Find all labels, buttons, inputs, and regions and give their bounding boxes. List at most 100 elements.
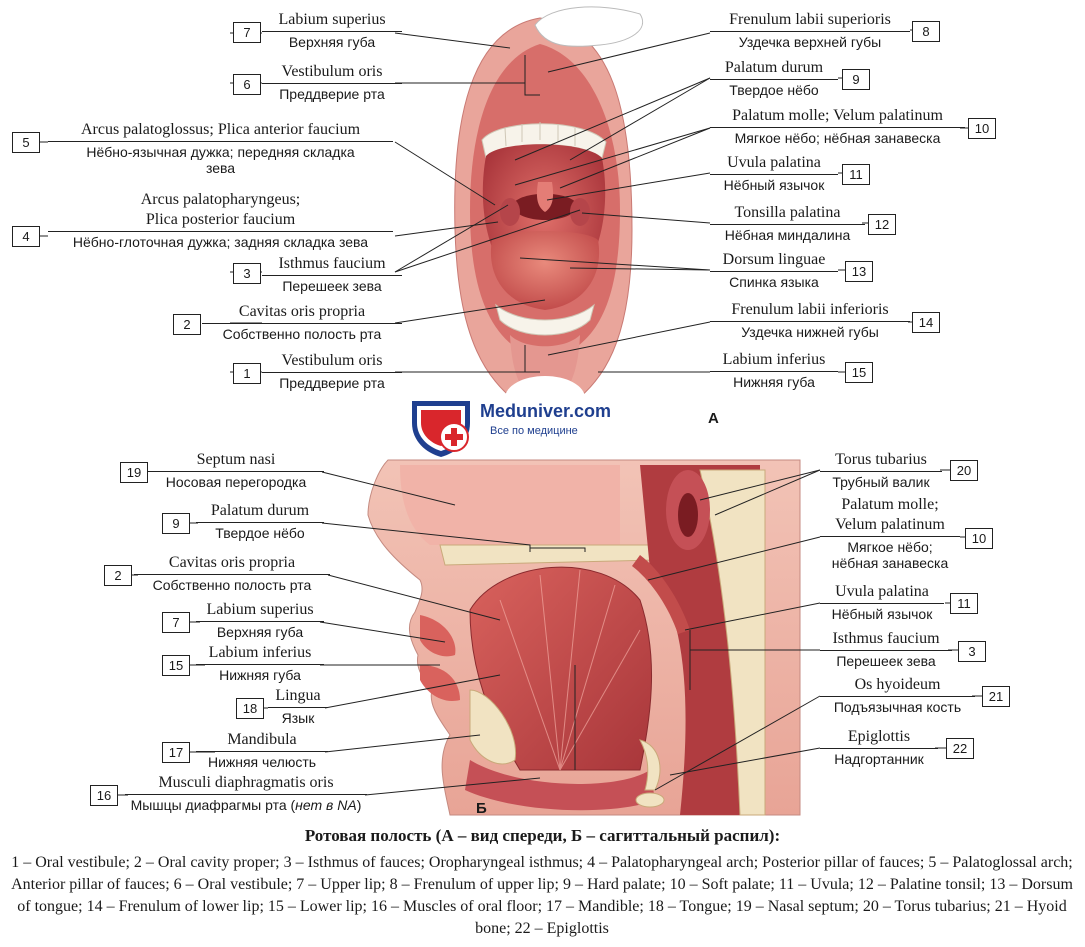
russian-name-note: нет в NA — [295, 797, 357, 813]
number-box-18: 18 — [236, 698, 264, 719]
russian-name: Преддверие рта — [279, 375, 385, 391]
logo-tagline: Все по медицине — [490, 425, 578, 437]
sagittal-view-illustration — [367, 459, 801, 816]
russian-name: Перешеек зева — [282, 278, 382, 294]
latin-name: Epiglottis — [820, 729, 938, 749]
front-view-illustration — [454, 6, 643, 420]
view-letter-b: Б — [476, 800, 487, 817]
number-box-10-b: 10 — [965, 528, 993, 549]
number-box-20: 20 — [950, 460, 978, 481]
russian-name-main: Мышцы диафрагмы рта ( — [130, 797, 296, 813]
number-box-3-b: 3 — [958, 641, 986, 662]
russian-name: Нижняя челюсть — [207, 754, 317, 770]
number-box-17: 17 — [162, 742, 190, 763]
russian-name: Нёбный язычок — [723, 177, 825, 193]
label-dorsum-linguae: Dorsum linguae Спинка языка — [710, 252, 838, 289]
latin-name: Isthmus faucium — [262, 256, 402, 276]
number-box-5: 5 — [12, 132, 40, 153]
russian-name: Носовая перегородка — [165, 474, 307, 490]
latin-name: Frenulum labii superioris — [710, 12, 910, 32]
russian-name: Мышцы диафрагмы рта (нет в NA) — [125, 795, 367, 812]
label-palatum-molle-b: Palatum molle; Velum palatinum Мягкое нё… — [820, 497, 960, 570]
russian-name: Нёбно-язычная дужка; передняя складка — [86, 144, 355, 160]
latin-name-line1: Arcus palatopharyngeus; — [140, 191, 301, 208]
number-box-14: 14 — [912, 312, 940, 333]
russian-name: Уздечка нижней губы — [741, 324, 879, 340]
russian-name: Верхняя губа — [216, 624, 304, 640]
label-labium-inferius-a: Labium inferius Нижняя губа — [710, 352, 838, 389]
shield-logo-icon — [412, 401, 470, 457]
label-vestibulum-oris-lower: Vestibulum oris Преддверие рта — [262, 353, 402, 390]
number-box-19: 19 — [120, 462, 148, 483]
russian-name: Мягкое нёбо; нёбная занавеска — [734, 130, 941, 146]
number-box-10: 10 — [968, 118, 996, 139]
russian-name: Спинка языка — [729, 274, 819, 290]
label-lingua: Lingua Язык — [268, 688, 328, 725]
label-frenulum-labii-inferioris: Frenulum labii inferioris Уздечка нижней… — [710, 302, 910, 339]
number-box-11: 11 — [842, 164, 870, 185]
meduniver-logo: Meduniver.com Все по медицине — [408, 393, 628, 459]
label-palatum-durum-b: Palatum durum Твердое нёбо — [196, 503, 324, 540]
russian-name: Нёбно-глоточная дужка; задняя складка зе… — [72, 234, 369, 250]
label-os-hyoideum: Os hyoideum Подъязычная кость — [820, 677, 975, 714]
number-box-13: 13 — [845, 261, 873, 282]
label-cavitas-oris-propria-b: Cavitas oris propria Собственно полость … — [134, 555, 330, 592]
russian-name: Нёбная миндалина — [724, 227, 851, 243]
number-box-12: 12 — [868, 214, 896, 235]
russian-name: Трубный валик — [832, 474, 930, 490]
number-box-2: 2 — [173, 314, 201, 335]
number-box-6: 6 — [233, 74, 261, 95]
latin-name: Isthmus faucium — [820, 631, 952, 651]
number-box-1: 1 — [233, 363, 261, 384]
latin-name: Labium superius — [262, 12, 402, 32]
number-box-11-b: 11 — [950, 593, 978, 614]
number-box-15-b: 15 — [162, 655, 190, 676]
number-box-8: 8 — [912, 21, 940, 42]
russian-name-line2: зева — [205, 160, 236, 176]
number-box-4: 4 — [12, 226, 40, 247]
latin-name: Dorsum linguae — [710, 252, 838, 272]
label-labium-inferius-b: Labium inferius Нижняя губа — [196, 645, 324, 682]
number-box-7-b: 7 — [162, 612, 190, 633]
russian-name: Нижняя губа — [733, 374, 815, 390]
number-box-21: 21 — [982, 686, 1010, 707]
russian-name: Уздечка верхней губы — [738, 34, 882, 50]
latin-name: Torus tubarius — [820, 452, 942, 472]
russian-name: Собственно полость рта — [152, 577, 312, 593]
latin-name: Mandibula — [196, 732, 328, 752]
number-box-7: 7 — [233, 22, 261, 43]
label-palatum-durum-a: Palatum durum Твердое нёбо — [710, 60, 838, 97]
label-isthmus-faucium: Isthmus faucium Перешеек зева — [262, 256, 402, 293]
label-uvula-palatina-a: Uvula palatina Нёбный язычок — [710, 155, 838, 192]
label-palatum-molle-a: Palatum molle; Velum palatinum Мягкое нё… — [710, 108, 965, 145]
label-mandibula: Mandibula Нижняя челюсть — [196, 732, 328, 769]
latin-name: Uvula palatina — [710, 155, 838, 175]
number-box-22: 22 — [946, 738, 974, 759]
latin-name: Labium inferius — [710, 352, 838, 372]
label-septum-nasi: Septum nasi Носовая перегородка — [148, 452, 324, 489]
latin-name: Septum nasi — [148, 452, 324, 472]
latin-name: Vestibulum oris — [262, 64, 402, 84]
russian-name: Преддверие рта — [279, 86, 385, 102]
latin-name: Uvula palatina — [820, 584, 944, 604]
number-box-9: 9 — [842, 69, 870, 90]
latin-name: Labium superius — [196, 602, 324, 622]
latin-name: Palatum durum — [710, 60, 838, 80]
russian-name: Твердое нёбо — [729, 82, 819, 98]
latin-name: Arcus palatoglossus; Plica anterior fauc… — [48, 122, 393, 142]
label-arcus-palatopharyngeus: Arcus palatopharyngeus; Plica posterior … — [48, 192, 393, 249]
russian-name: Мягкое нёбо; — [847, 539, 933, 555]
label-musculi-diaphragmatis-oris: Musculi diaphragmatis oris Мышцы диафраг… — [125, 775, 367, 812]
russian-name-line2: нёбная занавеска — [831, 555, 949, 571]
latin-name: Musculi diaphragmatis oris — [125, 775, 367, 795]
latin-name: Os hyoideum — [820, 677, 975, 697]
latin-name: Tonsilla palatina — [710, 205, 865, 225]
latin-name: Palatum durum — [196, 503, 324, 523]
label-epiglottis: Epiglottis Надгортанник — [820, 729, 938, 766]
number-box-3: 3 — [233, 263, 261, 284]
latin-name: Frenulum labii inferioris — [710, 302, 910, 322]
latin-name-line1: Palatum molle; — [841, 496, 939, 513]
figure-caption: Ротовая полость (А – вид спереди, Б – са… — [304, 826, 781, 845]
number-box-16: 16 — [90, 785, 118, 806]
